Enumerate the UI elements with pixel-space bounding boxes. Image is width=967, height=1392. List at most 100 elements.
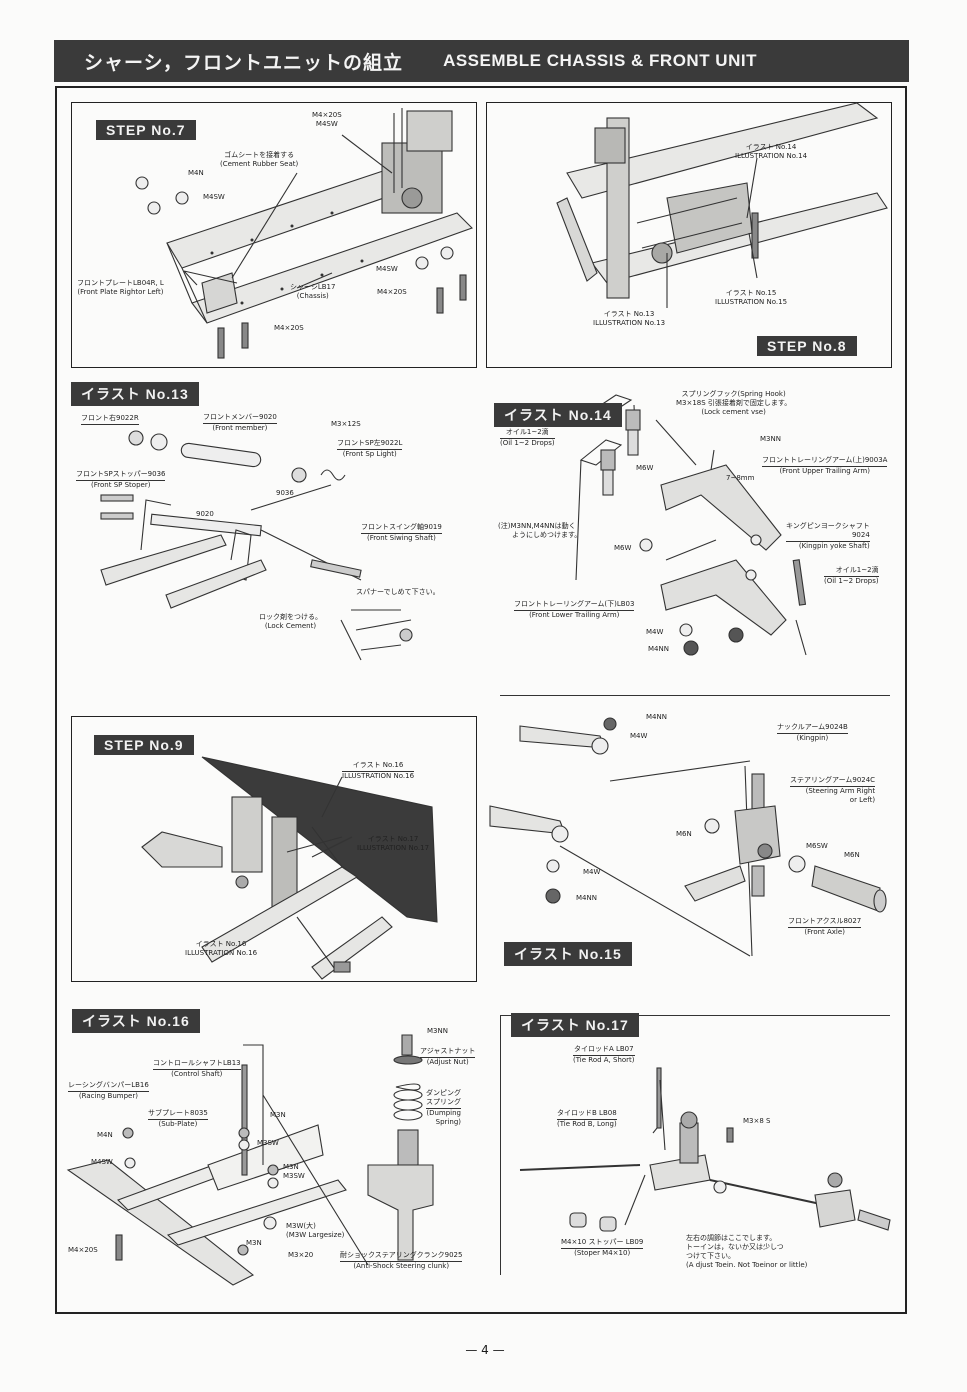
- label-text: フロントプレートLB04R, L: [77, 279, 164, 287]
- label-text: Spring): [435, 1118, 461, 1126]
- label: アジャストナット(Adjust Nut): [420, 1047, 476, 1067]
- label: M4×10 ストッパー LB09(Stoper M4×10): [561, 1238, 644, 1258]
- label: コントロールシャフトLB13(Control Shaft): [153, 1059, 241, 1079]
- label-text: つけて下さい。: [686, 1252, 735, 1260]
- label-text: (Oil 1~2 Drops): [500, 439, 555, 447]
- step9-tag: STEP No.9: [94, 735, 194, 755]
- label-text: M3N: [283, 1163, 299, 1171]
- label-text: (Adjust Nut): [426, 1058, 469, 1066]
- label: 耐ショックステアリングクランク9025(Anti-Shock Steering …: [340, 1251, 463, 1271]
- label-text: (Kingpin): [796, 734, 829, 742]
- label-text: (M3W Largesize): [286, 1231, 345, 1239]
- label: M6N: [676, 830, 692, 838]
- label-text: オイル1~2滴: [824, 566, 879, 577]
- label-text: (Front SP Stoper): [91, 481, 151, 489]
- label-text: イラスト No.13: [603, 310, 655, 318]
- label: 9020: [196, 510, 214, 518]
- label-text: (Lock Cement): [264, 622, 317, 630]
- label-text: キングピンヨークシャフト: [786, 522, 870, 530]
- label-text: (Dumping: [426, 1109, 461, 1117]
- label-text: (Oil 1~2 Drops): [824, 577, 879, 585]
- label-text: ILLUSTRATION No.15: [715, 298, 788, 306]
- label: M6N: [844, 851, 860, 859]
- ill15-drawing: [489, 717, 887, 957]
- ill15-tag: イラスト No.15: [504, 942, 632, 966]
- label-text: スプリング: [426, 1098, 461, 1109]
- label-text: フロントトレーリングアーム(上)9003A: [762, 456, 888, 467]
- label-text: トーインは，ないか又は少しつ: [686, 1243, 784, 1251]
- label-text: コントロールシャフトLB13: [153, 1059, 241, 1070]
- label: 7~8mm: [726, 474, 755, 482]
- label-text: イラスト No.16: [195, 940, 247, 948]
- page-header: シャーシ，フロントユニットの組立 ASSEMBLE CHASSIS & FRON…: [54, 40, 909, 82]
- label-text: (A djust Toein. Not Toeinor or little): [686, 1261, 808, 1269]
- label-text: オイル1~2滴: [500, 428, 555, 439]
- label-text: フロントメンバー9020: [203, 413, 277, 424]
- label-text: レーシングバンパーLB16: [68, 1081, 149, 1092]
- label-text: (Chassis): [296, 292, 329, 300]
- label-text: フロントSPストッパー9036: [76, 470, 166, 481]
- ill17-drawing: [519, 1067, 891, 1232]
- label-text: ようにしめつけます。: [512, 531, 582, 539]
- label: M4W: [646, 628, 664, 636]
- label-text: (Front Lower Trailing Arm): [529, 611, 620, 619]
- header-title-jp: シャーシ，フロントユニットの組立: [84, 51, 404, 74]
- label-text: M3W(大): [286, 1222, 316, 1230]
- label-text: フロントアクスル8027: [788, 917, 862, 928]
- label: M3×8 S: [743, 1117, 771, 1125]
- label: M6W: [636, 464, 654, 472]
- label: M4NN: [646, 713, 667, 721]
- label: フロント右9022R: [81, 414, 139, 425]
- label: レーシングバンパーLB16(Racing Bumper): [68, 1081, 149, 1101]
- label-text: (Steering Arm Right: [805, 787, 876, 795]
- label: M4N: [188, 169, 204, 177]
- label: M4N: [97, 1131, 113, 1139]
- label-text: (Control Shaft): [171, 1070, 223, 1078]
- label: フロントSP左9022L(Front Sp Light): [337, 439, 403, 459]
- label-text: ILLUSTRATION No.16: [342, 772, 415, 780]
- label: M4W: [583, 868, 601, 876]
- label-text: (Tie Rod A, Short): [573, 1056, 635, 1064]
- divider: [500, 1015, 501, 1275]
- label: M3×12S: [331, 420, 361, 428]
- label-text: (Kingpin yoke Shaft): [798, 542, 870, 550]
- content-frame: [55, 86, 907, 1314]
- label: M4W: [630, 732, 648, 740]
- label: M4×20S: [377, 288, 407, 296]
- label-text: (Front Upper Trailing Arm): [779, 467, 870, 475]
- label-text: M4×10 ストッパー LB09: [561, 1238, 644, 1249]
- label: M4×20S: [274, 324, 304, 332]
- divider: [500, 695, 890, 696]
- label-text: M3×18S 引張接着剤で固定します。: [676, 399, 792, 407]
- label-text: ILLUSTRATION No.14: [735, 152, 808, 160]
- label-text: (Front Sp Light): [342, 450, 397, 458]
- step8-tag: STEP No.8: [757, 336, 857, 356]
- label-text: (Tie Rod B, Long): [557, 1120, 617, 1128]
- label: M4SW: [376, 265, 398, 273]
- label: スパナーでしめて下さい。: [356, 588, 440, 596]
- label-text: ILLUSTRATION No.16: [185, 949, 258, 957]
- label: M3SW: [257, 1139, 279, 1147]
- label-text: アジャストナット: [420, 1047, 476, 1058]
- page-number: — 4 —: [465, 1343, 505, 1357]
- label: (注)M3NN,M4NNは動くようにしめつけます。: [498, 522, 581, 540]
- label: タイロッドA LB07(Tie Rod A, Short): [573, 1045, 635, 1065]
- ill14-section: イラスト No.14 スプリングフック(Spring Hook)M3×18S 引…: [486, 380, 892, 670]
- label: ゴムシートを接着する(Cement Rubber Seat): [220, 151, 298, 169]
- label-text: タイロッドA LB07: [573, 1045, 635, 1056]
- label-text: (Sub-Plate): [158, 1120, 198, 1128]
- label-text: ILLUSTRATION No.17: [357, 844, 430, 852]
- ill17-section: イラスト No.17 タイロッドA LB07(Tie Rod A, Short)…: [505, 1005, 897, 1305]
- label: M3W(大)(M3W Largesize): [286, 1222, 344, 1240]
- label: フロントトレーリングアーム(下)LB03(Front Lower Trailin…: [514, 600, 635, 620]
- label-text: (Front member): [212, 424, 268, 432]
- label: M3N: [246, 1239, 262, 1247]
- label: M4SW: [203, 193, 225, 201]
- label-text: or Left): [849, 796, 876, 804]
